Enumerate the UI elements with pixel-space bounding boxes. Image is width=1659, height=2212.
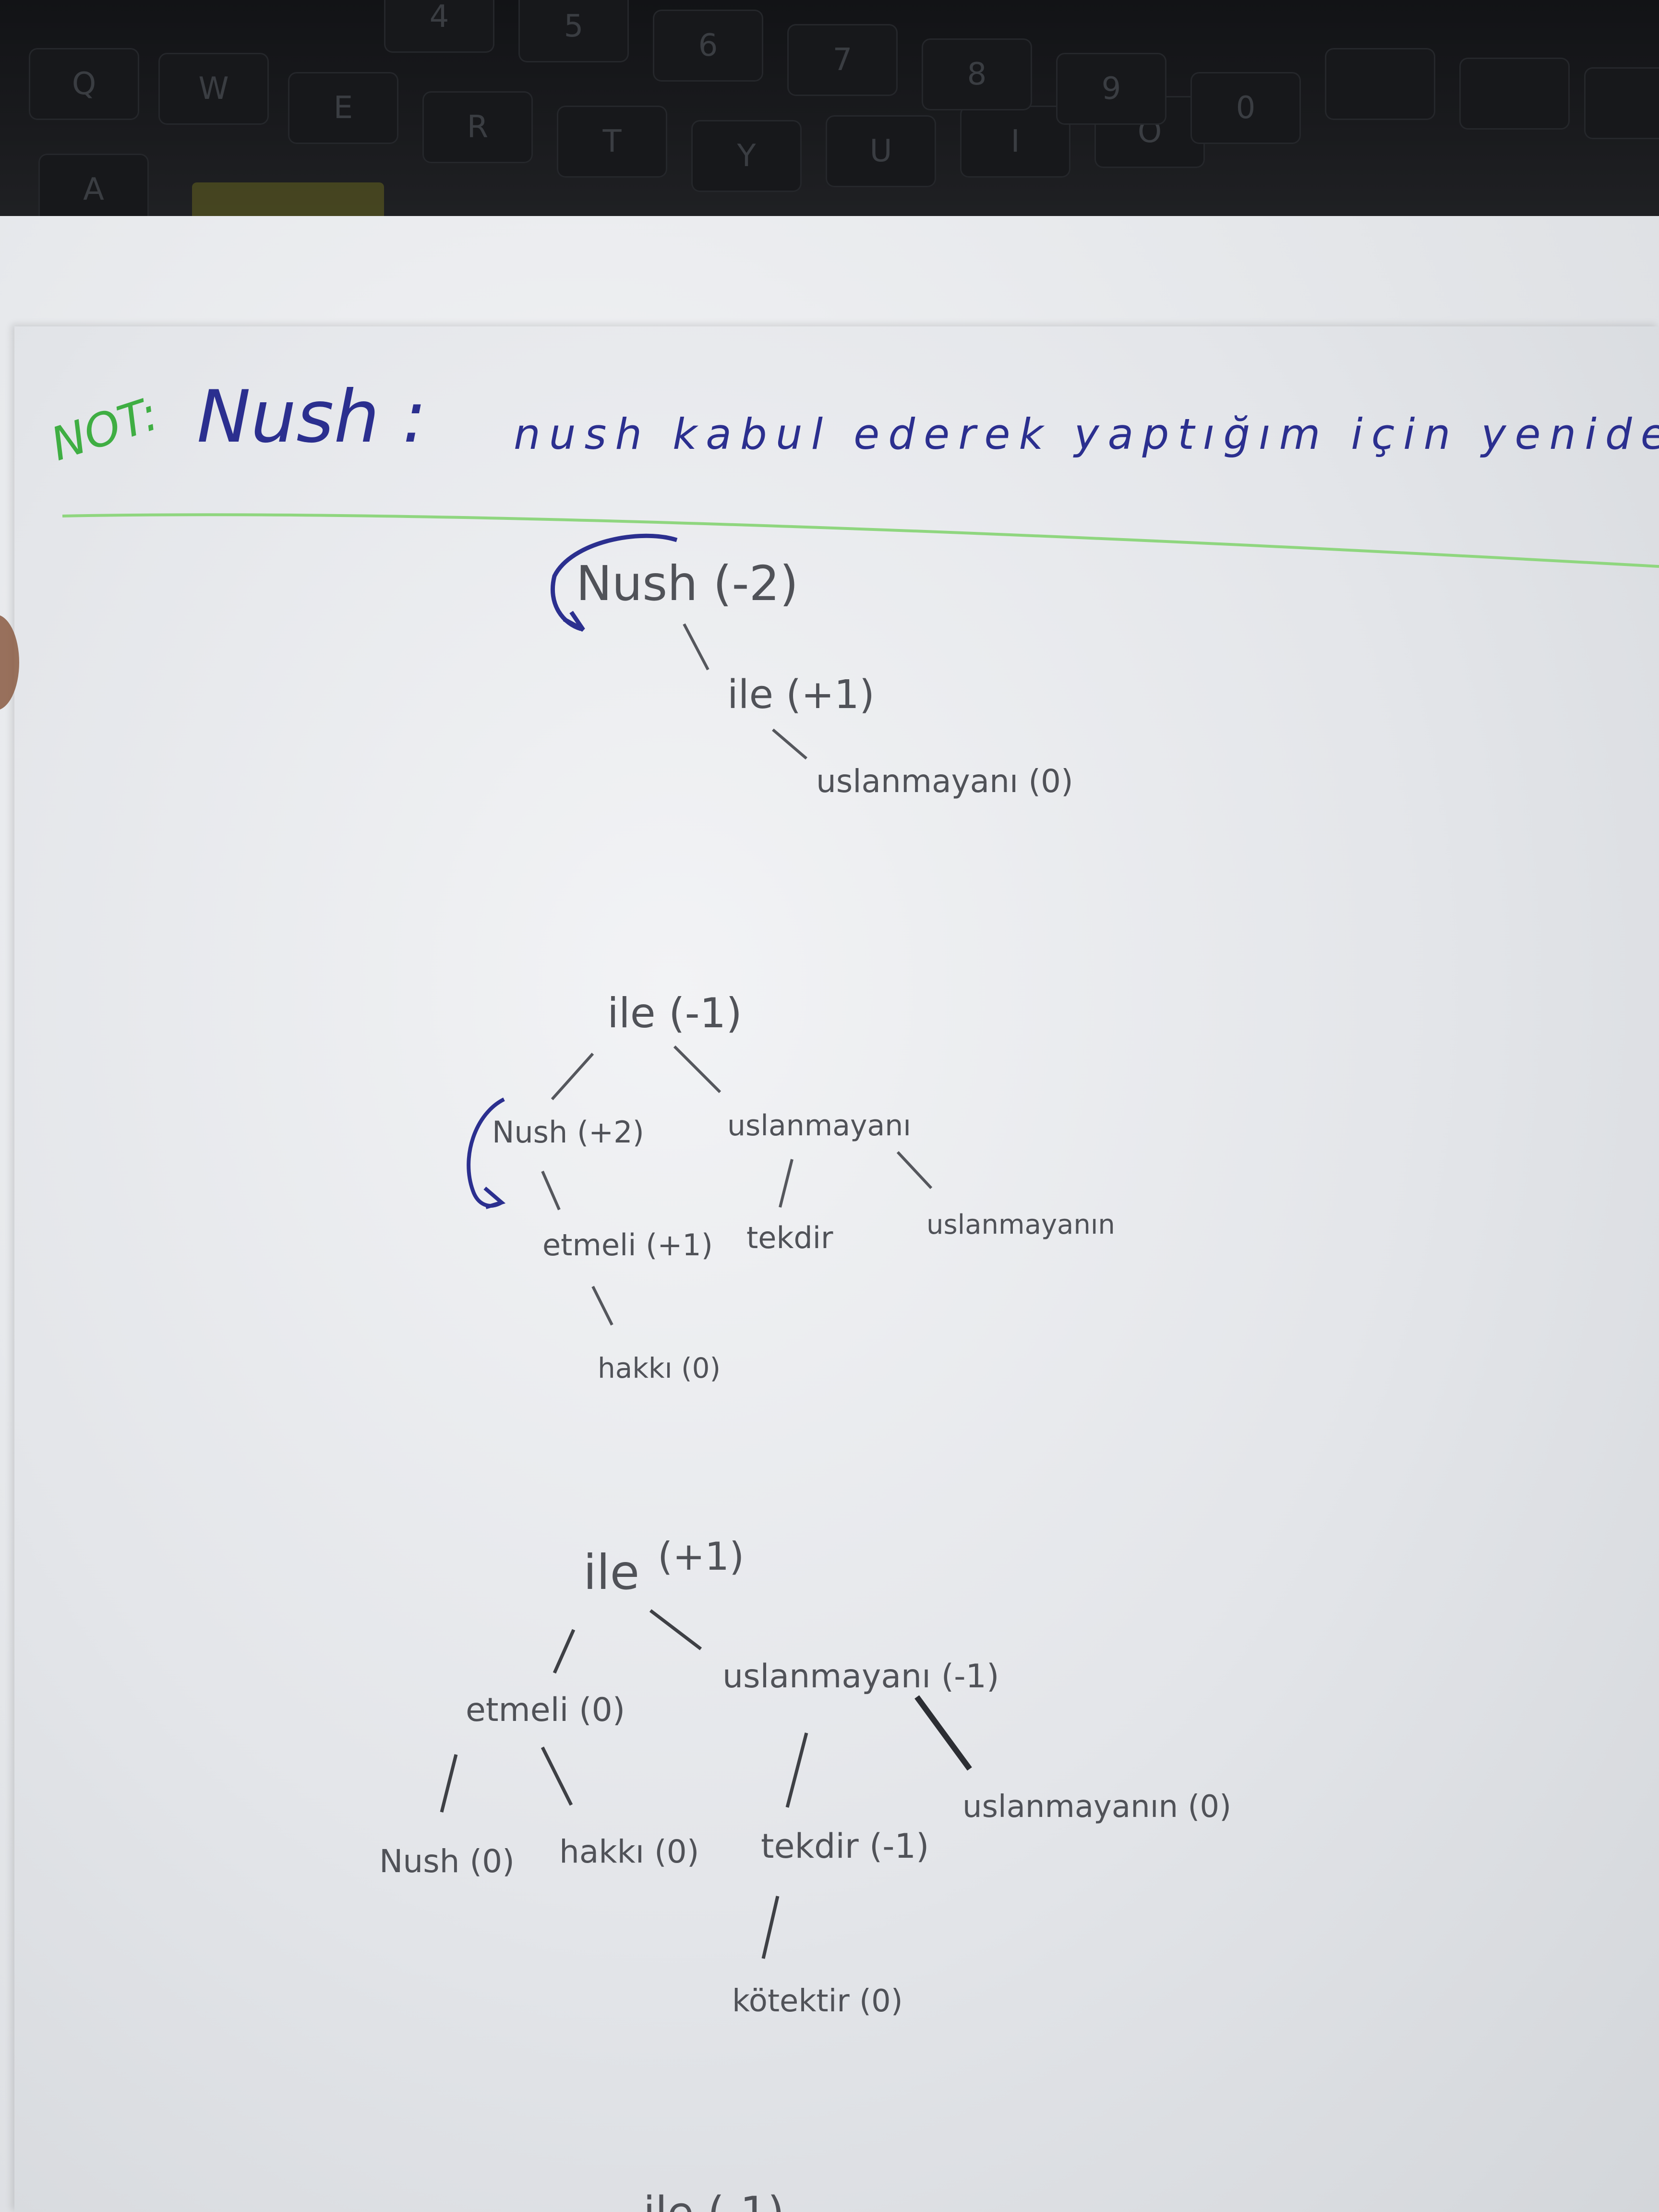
tree3-edge-root-right	[649, 1609, 702, 1650]
tree3-right: uslanmayanı (-1)	[722, 1658, 999, 1695]
key-5: 5	[518, 0, 629, 62]
key-y: Y	[691, 120, 802, 192]
note-text: nush kabul ederek yaptığım için yeniden …	[514, 409, 1659, 459]
note-heading: Nush :	[197, 375, 427, 459]
note-tag: NOT:	[45, 387, 165, 471]
tree2-left-grandchild: hakkı (0)	[598, 1352, 721, 1384]
tree3-edge-right-left	[785, 1732, 808, 1808]
keyboard: Q W E R T Y U I O 4 5 6 7 8 9 0 A	[0, 0, 1659, 226]
tree2-right-right: uslanmayanın	[926, 1209, 1115, 1240]
key-a: A	[38, 154, 149, 226]
key-w: W	[158, 53, 269, 125]
key-r: R	[422, 91, 533, 163]
tree2-edge-right-right	[896, 1151, 933, 1190]
tree3-root-balance: (+1)	[658, 1534, 744, 1579]
tree2-right-left: tekdir	[746, 1220, 833, 1255]
tree2-left: Nush (+2)	[492, 1115, 644, 1150]
tree2-edge-root-right	[673, 1045, 721, 1094]
tree3-edge-root-left	[553, 1629, 576, 1674]
key-8: 8	[922, 38, 1032, 110]
tree3-root: ile	[583, 1544, 639, 1600]
paper-sheet	[14, 326, 1659, 2212]
key-7: 7	[787, 24, 898, 96]
tree2-edge-left-child	[541, 1170, 561, 1211]
tree3-left-left: Nush (0)	[379, 1843, 515, 1880]
key-extra-2	[1459, 58, 1570, 130]
tree1-edge-1	[683, 623, 709, 671]
tree3-left-right: hakkı (0)	[559, 1833, 699, 1870]
tree3-left: etmeli (0)	[466, 1691, 625, 1729]
tree1-arrowhead-icon	[563, 611, 585, 632]
bottom-partial-text: ile (-1)	[643, 2188, 784, 2212]
tree2-root: ile (-1)	[607, 989, 742, 1037]
key-e: E	[288, 72, 398, 144]
tree3-right-right: uslanmayanın (0)	[962, 1789, 1231, 1825]
tree2-arrowhead-icon	[483, 1186, 506, 1209]
key-u: U	[826, 115, 936, 187]
key-4: 4	[384, 0, 494, 53]
key-t: T	[557, 106, 667, 178]
key-6: 6	[653, 10, 763, 82]
tree3-right-left-child: kötektir (0)	[732, 1984, 903, 2019]
tree2-right: uslanmayanı	[727, 1109, 911, 1142]
tree1-root: Nush (-2)	[576, 555, 798, 612]
note-underline	[62, 513, 1659, 568]
tree1-child: ile (+1)	[727, 672, 875, 718]
tree3-right-left: tekdir (-1)	[761, 1827, 929, 1866]
tree3-edge-right-right	[914, 1695, 972, 1771]
tree3-edge-right-left-child	[761, 1896, 780, 1959]
key-extra-3	[1584, 67, 1659, 139]
tree1-edge-2	[772, 728, 807, 760]
key-q: Q	[29, 48, 139, 120]
tree1-grandchild: uslanmayanı (0)	[816, 763, 1073, 800]
key-extra-1	[1325, 48, 1435, 120]
key-9: 9	[1056, 53, 1166, 125]
tree2-edge-left-grandchild	[591, 1286, 613, 1326]
key-0: 0	[1190, 72, 1301, 144]
tree3-edge-left-left	[440, 1754, 458, 1813]
key-i: I	[960, 106, 1070, 178]
tree3-edge-left-right	[541, 1746, 573, 1806]
tree2-edge-right-left	[779, 1159, 793, 1208]
tree2-left-child: etmeli (+1)	[542, 1227, 713, 1262]
tree2-edge-root-left	[551, 1052, 594, 1101]
tree1-rotation-arrow	[550, 533, 678, 631]
